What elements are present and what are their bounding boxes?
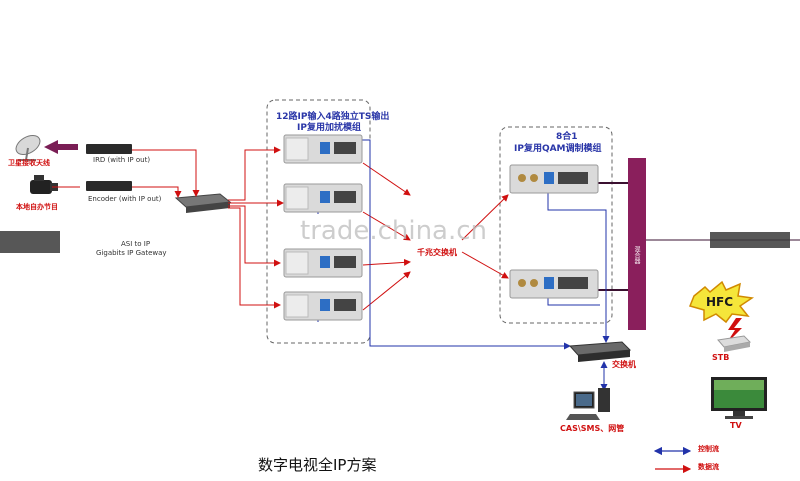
cas-computer-icon <box>566 388 610 420</box>
legend-data-label: 数据流 <box>698 463 719 471</box>
ird-label: IRD (with IP out) <box>93 156 151 164</box>
satellite-signal-arrow <box>44 140 78 154</box>
qam-group-title-line2: IP复用QAM调制模组 <box>514 144 602 154</box>
qam-group-box <box>499 126 613 324</box>
switch-label: 交换机 <box>612 360 636 369</box>
network-switch-device <box>568 341 632 362</box>
mux-module-3 <box>283 248 363 278</box>
mux-group-title-line2: IP复用加扰模组 <box>297 123 361 133</box>
cas-sms-label: CAS\SMS、网管 <box>560 424 625 433</box>
qam-group-title-line1: 8合1 <box>556 132 578 142</box>
asi-to-ip-label: ASI to IP <box>121 240 151 248</box>
mux-module-4 <box>283 291 363 321</box>
mux-module-1 <box>283 134 363 164</box>
hfc-label: HFC <box>706 295 734 309</box>
watermark: trade.china.cn <box>300 216 488 246</box>
tv-icon <box>711 377 767 419</box>
mux-module-2 <box>283 183 363 213</box>
tv-label: TV <box>730 421 742 430</box>
combiner-label: 混合器 <box>633 246 640 264</box>
diagram-title: 数字电视全IP方案 <box>258 456 377 474</box>
lightning-icon <box>726 318 742 344</box>
encoder-device <box>86 181 132 191</box>
hfc-burst-icon <box>688 280 755 324</box>
ip-gateway-device <box>174 193 232 213</box>
encoder-label: Encoder (with IP out) <box>88 195 162 203</box>
qam-module-1 <box>509 164 599 194</box>
combiner-bar <box>628 158 646 330</box>
qam-module-2 <box>509 269 599 299</box>
redaction-bar-right <box>710 232 790 248</box>
legend-control-label: 控制流 <box>698 445 719 453</box>
stb-label: STB <box>712 353 730 362</box>
satellite-dish-icon <box>15 135 41 161</box>
video-camera-icon <box>30 175 80 194</box>
local-program-label: 本地自办节目 <box>16 203 58 211</box>
stb-device <box>717 335 752 352</box>
mux-group-title-line1: 12路IP输入4路独立TS输出 <box>276 112 390 122</box>
ird-device <box>86 144 132 154</box>
redaction-bar-left <box>0 231 60 253</box>
gigabit-switch-label: 千兆交换机 <box>417 248 457 257</box>
gigabit-gateway-label: Gigabits IP Gateway <box>96 249 167 257</box>
satellite-antenna-label: 卫星接收天线 <box>8 159 50 167</box>
